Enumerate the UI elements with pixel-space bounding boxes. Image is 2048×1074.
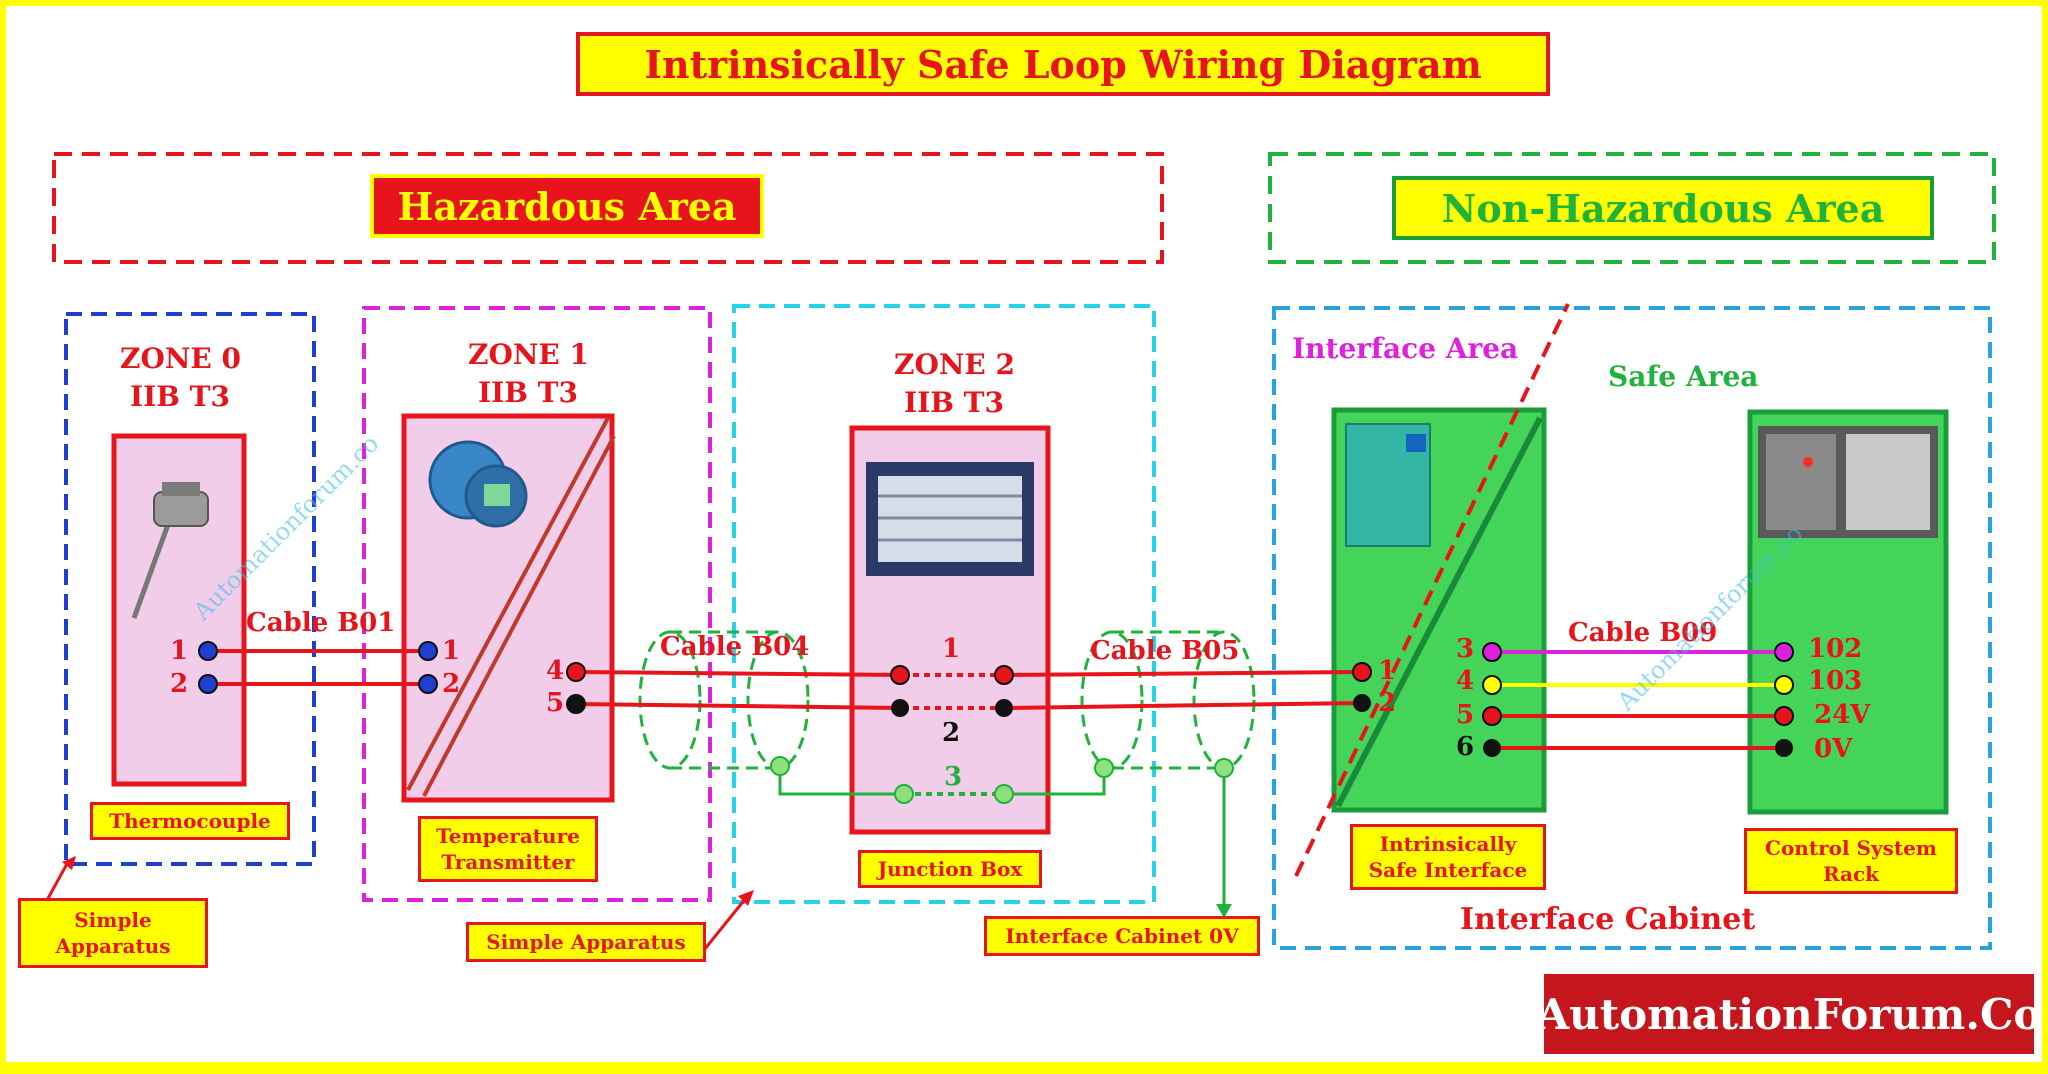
interface-boundary-line (1294, 303, 1570, 877)
non-hazardous-area-frame (1268, 152, 1996, 264)
diagram-title: Intrinsically Safe Loop Wiring Diagram (576, 32, 1550, 96)
zone2-frame (732, 304, 1156, 904)
shield-node-3 (1214, 758, 1234, 778)
zone2-class: IIB T3 (904, 386, 1004, 419)
isi-divider (1335, 416, 1543, 808)
title-text: Intrinsically Safe Loop Wiring Diagram (644, 41, 1482, 87)
terminal-rack-24v (1774, 706, 1794, 726)
thermocouple-label: Thermocouple (90, 802, 290, 840)
hazardous-area-label: Hazardous Area (370, 174, 764, 238)
transmitter-divider-2 (422, 435, 616, 797)
isi-terminal-2-label: 2 (1378, 688, 1397, 718)
interface-cabinet-label: Interface Cabinet (1460, 902, 1756, 937)
terminal-jb-2b (995, 699, 1013, 717)
hazardous-area-frame (52, 152, 1164, 264)
terminal-jb-2a (891, 699, 909, 717)
zone0-class: IIB T3 (130, 380, 230, 413)
wire-b05-2 (1003, 701, 1363, 710)
shield-node-1 (770, 756, 790, 776)
zone1-name: ZONE 1 (468, 338, 589, 371)
simple-apparatus-2-label: Simple Apparatus (466, 922, 706, 962)
terminal-tc-2 (198, 674, 218, 694)
isi-terminal-4-label: 4 (1456, 666, 1475, 696)
terminal-tt-5 (566, 694, 586, 714)
tt-terminal-4-label: 4 (546, 656, 565, 686)
junction-box-image (866, 462, 1034, 576)
rack-terminal-24v-label: 24V (1814, 700, 1871, 730)
thermocouple-image (131, 482, 209, 619)
terminal-jb-3a (894, 784, 914, 804)
terminal-isi-5 (1482, 706, 1502, 726)
terminal-isi-1 (1352, 662, 1372, 682)
cabinet-0v-arrow (1216, 904, 1232, 918)
terminal-isi-4 (1482, 675, 1502, 695)
cable-b05-label: Cable B05 (1090, 636, 1240, 666)
isi-terminal-3-label: 3 (1456, 634, 1475, 664)
terminal-isi-6 (1483, 739, 1501, 757)
diagram-canvas: Intrinsically Safe Loop Wiring Diagram H… (6, 6, 2042, 1062)
terminal-tt-4 (566, 662, 586, 682)
terminal-rack-102 (1774, 642, 1794, 662)
zone0-name: ZONE 0 (120, 342, 241, 375)
interface-cabinet-frame (1272, 306, 1992, 950)
tt-terminal-1-label: 1 (442, 636, 461, 666)
diagram-graphics (44, 152, 1996, 951)
non-hazardous-area-label: Non-Hazardous Area (1392, 176, 1934, 240)
terminal-jb-1b (994, 665, 1014, 685)
apparatus-1-arrow (44, 861, 70, 903)
jb-terminal-1-label: 1 (942, 634, 961, 664)
zone2-name: ZONE 2 (894, 348, 1015, 381)
jb-terminal-3-label: 3 (944, 762, 963, 792)
isi-terminal-5-label: 5 (1456, 700, 1475, 730)
apparatus-2-arrow (702, 897, 748, 951)
cabinet-0v-label: Interface Cabinet 0V (984, 916, 1260, 956)
rack-terminal-102-label: 102 (1808, 634, 1863, 664)
zone1-class: IIB T3 (478, 376, 578, 409)
jb-terminal-2-label: 2 (942, 718, 961, 748)
safe-area-label: Safe Area (1608, 360, 1759, 393)
brand-banner: AutomationForum.Co (1537, 974, 2041, 1054)
terminal-jb-1a (890, 665, 910, 685)
cable-b09-label: Cable B09 (1568, 618, 1718, 648)
tt-terminal-5-label: 5 (546, 688, 565, 718)
transmitter-divider-1 (406, 417, 610, 791)
terminal-isi-3 (1482, 642, 1502, 662)
terminal-rack-103 (1774, 675, 1794, 695)
terminal-jb-3b (994, 784, 1014, 804)
rack-terminal-0v-label: 0V (1814, 734, 1853, 764)
isi-terminal-6-label: 6 (1456, 732, 1475, 762)
terminal-isi-2 (1353, 694, 1371, 712)
isi-module-image (1345, 423, 1431, 547)
wire-b05-1 (1003, 670, 1363, 677)
wire-b04-2 (575, 702, 901, 710)
terminal-rack-0v (1775, 739, 1793, 757)
interface-area-label: Interface Area (1292, 332, 1519, 365)
zone1-frame (362, 306, 712, 902)
shield-node-2 (1094, 758, 1114, 778)
tc-terminal-2-label: 2 (170, 669, 189, 699)
isi-terminal-1-label: 1 (1378, 656, 1397, 686)
rack-image (1758, 426, 1938, 538)
rack-terminal-103-label: 103 (1808, 666, 1863, 696)
tc-terminal-1-label: 1 (170, 636, 189, 666)
cable-b04-label: Cable B04 (660, 632, 810, 662)
wire-b04-1 (575, 670, 901, 677)
terminal-tc-1 (198, 641, 218, 661)
transmitter-image (428, 440, 528, 528)
tt-terminal-2-label: 2 (442, 669, 461, 699)
cable-b01-label: Cable B01 (246, 608, 396, 638)
terminal-tt-2 (418, 674, 438, 694)
terminal-tt-1 (418, 641, 438, 661)
junction-box-label: Junction Box (858, 850, 1042, 888)
